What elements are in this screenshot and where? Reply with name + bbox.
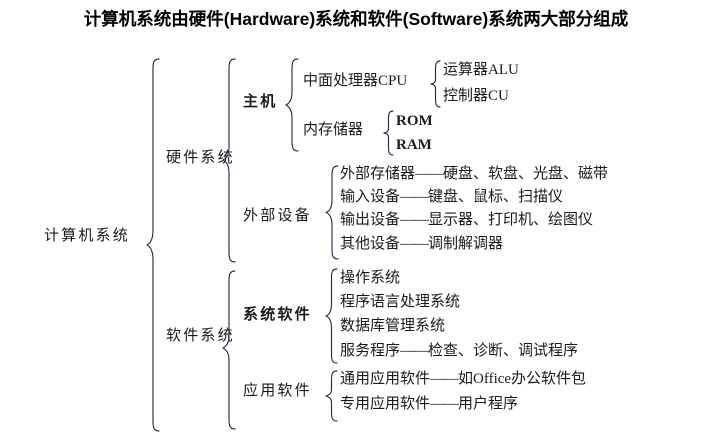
- row-label: 专用应用软件: [340, 396, 431, 412]
- row-label: 数据库管理系统: [340, 318, 446, 334]
- brace-root: [146, 58, 162, 432]
- row-external-storage: 外部存储器——硬盘、软盘、光盘、磁带: [340, 166, 608, 182]
- row-label: 其他设备: [340, 236, 401, 252]
- row-label: 服务程序: [340, 343, 401, 359]
- brace-memory: [383, 110, 395, 156]
- row-connector: ——: [430, 396, 459, 412]
- row-label: 程序语言处理系统: [340, 294, 461, 310]
- row-label: 外部存储器: [340, 166, 416, 182]
- node-system-software: 系统软件: [243, 307, 312, 323]
- node-hardware-system: 硬件系统: [166, 150, 235, 166]
- brace-peripherals: [325, 165, 341, 260]
- node-application-software: 应用软件: [243, 383, 312, 399]
- row-label: 输出设备: [340, 212, 401, 228]
- row-detail: 键盘、鼠标、扫描仪: [428, 189, 564, 205]
- row-detail: 用户程序: [458, 396, 519, 412]
- row-language-processing: 程序语言处理系统: [340, 294, 460, 310]
- row-label: 操作系统: [340, 270, 401, 286]
- row-label: 输入设备: [340, 189, 401, 205]
- row-label: 通用应用软件: [340, 371, 431, 387]
- node-memory: 内存储器: [303, 122, 364, 138]
- node-peripherals: 外部设备: [243, 208, 312, 224]
- node-ram: RAM: [396, 137, 432, 153]
- row-detail: 检查、诊断、调试程序: [428, 343, 579, 359]
- node-software-system: 软件系统: [166, 328, 235, 344]
- row-database-management: 数据库管理系统: [340, 318, 445, 334]
- row-operating-system: 操作系统: [340, 270, 400, 286]
- row-connector: ——: [400, 189, 429, 205]
- brace-cpu: [430, 60, 442, 108]
- row-connector: ——: [430, 371, 459, 387]
- row-output-devices: 输出设备——显示器、打印机、绘图仪: [340, 212, 593, 228]
- node-cpu: 中面处理器CPU: [303, 73, 408, 89]
- row-connector: ——: [415, 166, 444, 182]
- row-connector: ——: [400, 236, 429, 252]
- node-rom: ROM: [396, 113, 433, 129]
- page-title: 计算机系统由硬件(Hardware)系统和软件(Software)系统两大部分组…: [83, 9, 629, 29]
- row-general-application: 通用应用软件——如Office办公软件包: [340, 371, 586, 387]
- row-detail: 显示器、打印机、绘图仪: [428, 212, 594, 228]
- node-cu: 控制器CU: [443, 88, 509, 104]
- brace-system-software: [325, 268, 339, 364]
- node-host: 主机: [243, 94, 278, 110]
- node-root-computer-system: 计算机系统: [44, 228, 131, 244]
- brace-software: [222, 270, 238, 430]
- brace-application-software: [325, 370, 339, 422]
- row-service-programs: 服务程序——检查、诊断、调试程序: [340, 343, 578, 359]
- node-alu: 运算器ALU: [443, 62, 519, 78]
- row-detail: 如Office办公软件包: [458, 371, 587, 387]
- row-input-devices: 输入设备——键盘、鼠标、扫描仪: [340, 189, 563, 205]
- brace-host: [285, 58, 301, 152]
- row-detail: 硬盘、软盘、光盘、磁带: [443, 166, 609, 182]
- row-connector: ——: [400, 343, 429, 359]
- row-dedicated-application: 专用应用软件——用户程序: [340, 396, 518, 412]
- row-detail: 调制解调器: [428, 236, 504, 252]
- row-other-devices: 其他设备——调制解调器: [340, 236, 503, 252]
- row-connector: ——: [400, 212, 429, 228]
